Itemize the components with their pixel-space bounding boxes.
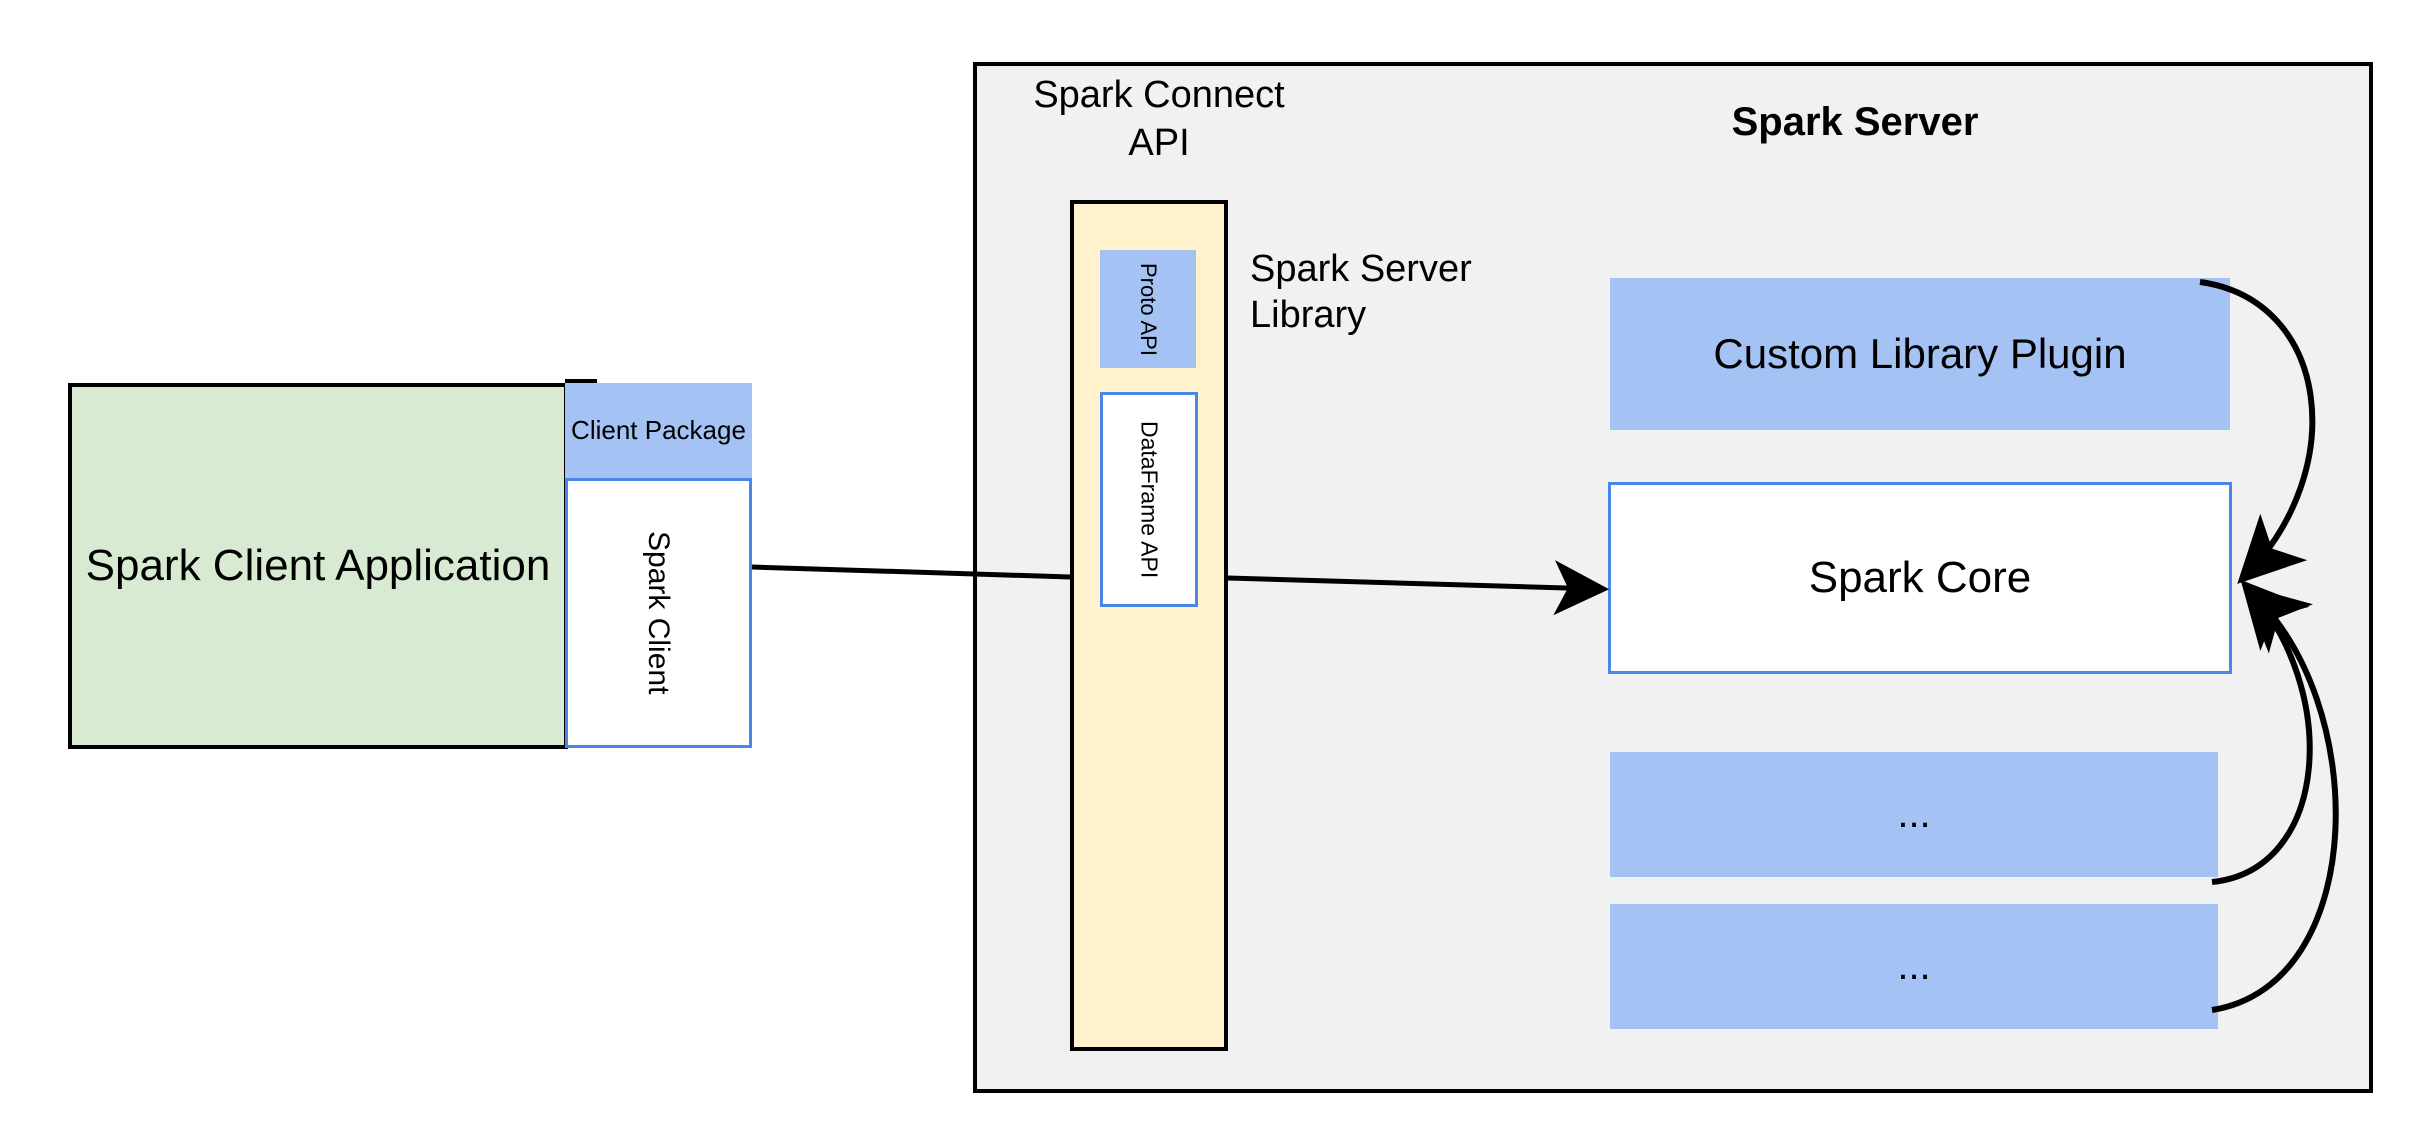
dataframe-api-box[interactable]: DataFrame API bbox=[1100, 392, 1198, 607]
client-package-box[interactable]: Client Package bbox=[565, 383, 752, 478]
custom-library-plugin-label: Custom Library Plugin bbox=[1713, 330, 2127, 378]
spark-client-application-label: Spark Client Application bbox=[85, 541, 551, 591]
ellipsis-box-one[interactable]: ... bbox=[1610, 752, 2218, 877]
spark-server-title: Spark Server bbox=[1731, 100, 1979, 144]
client-app-top-border-overrun bbox=[565, 379, 597, 384]
spark-client-application-box[interactable]: Spark Client Application bbox=[68, 383, 568, 749]
custom-library-plugin-box[interactable]: Custom Library Plugin bbox=[1610, 278, 2230, 430]
spark-core-label: Spark Core bbox=[1808, 553, 2032, 603]
client-package-label: Client Package bbox=[571, 415, 746, 446]
ellipsis-box-two[interactable]: ... bbox=[1610, 904, 2218, 1029]
spark-server-library-label: Spark Server Library bbox=[1250, 248, 1472, 337]
spark-core-box[interactable]: Spark Core bbox=[1608, 482, 2232, 674]
dataframe-api-label: DataFrame API bbox=[1136, 420, 1163, 579]
spark-client-label: Spark Client bbox=[642, 531, 676, 695]
ellipsis-one-label: ... bbox=[1897, 791, 1931, 836]
proto-api-box[interactable]: Proto API bbox=[1100, 250, 1196, 368]
spark-client-box[interactable]: Spark Client bbox=[565, 478, 752, 748]
proto-api-label: Proto API bbox=[1135, 262, 1161, 356]
spark-connect-api-label: Spark Connect API bbox=[1033, 74, 1285, 164]
ellipsis-two-label: ... bbox=[1897, 943, 1931, 988]
